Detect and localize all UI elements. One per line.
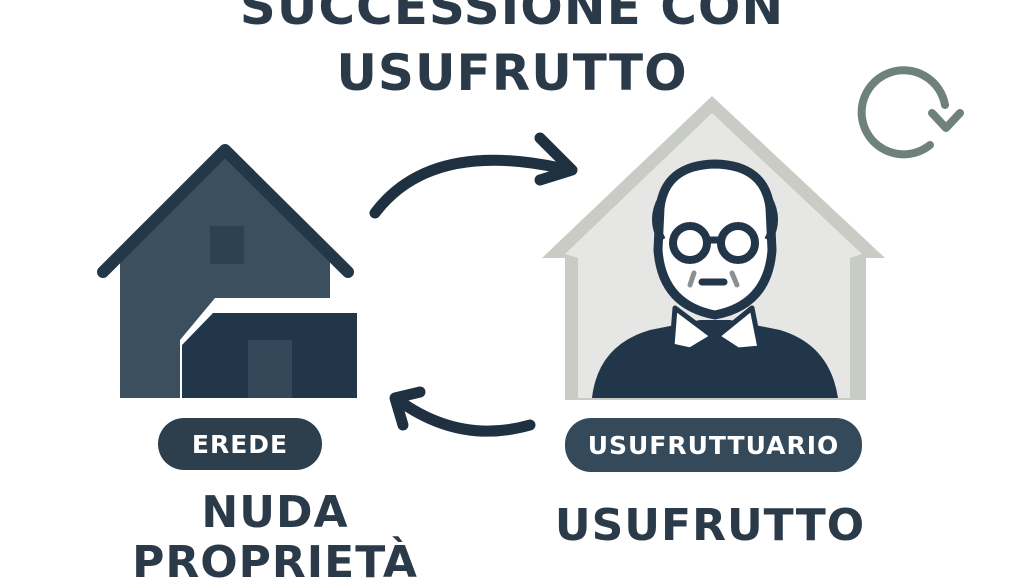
house-icon: [97, 144, 357, 398]
refresh-cycle-icon: [857, 66, 964, 159]
title-line-1: SUCCESSIONE CON: [239, 0, 785, 36]
title-line-2: USUFRUTTO: [336, 44, 688, 102]
erede-badge: EREDE: [158, 418, 322, 470]
caption-line-1: NUDA: [201, 487, 349, 538]
arrow-to-erede-icon: [389, 386, 536, 437]
illustration: [97, 66, 964, 437]
usufruttuario-badge: USUFRUTTUARIO: [565, 418, 862, 472]
caption-line-2: PROPRIETÀ: [132, 537, 418, 588]
elderly-man-icon: [592, 159, 838, 398]
usufrutto-caption: USUFRUTTO: [554, 500, 866, 551]
nuda-proprieta-caption: NUDA PROPRIETÀ: [110, 488, 440, 588]
erede-badge-label: EREDE: [191, 429, 289, 459]
arrow-to-usufruttuario-icon: [369, 132, 578, 219]
usufruttuario-badge-label: USUFRUTTUARIO: [587, 430, 840, 460]
